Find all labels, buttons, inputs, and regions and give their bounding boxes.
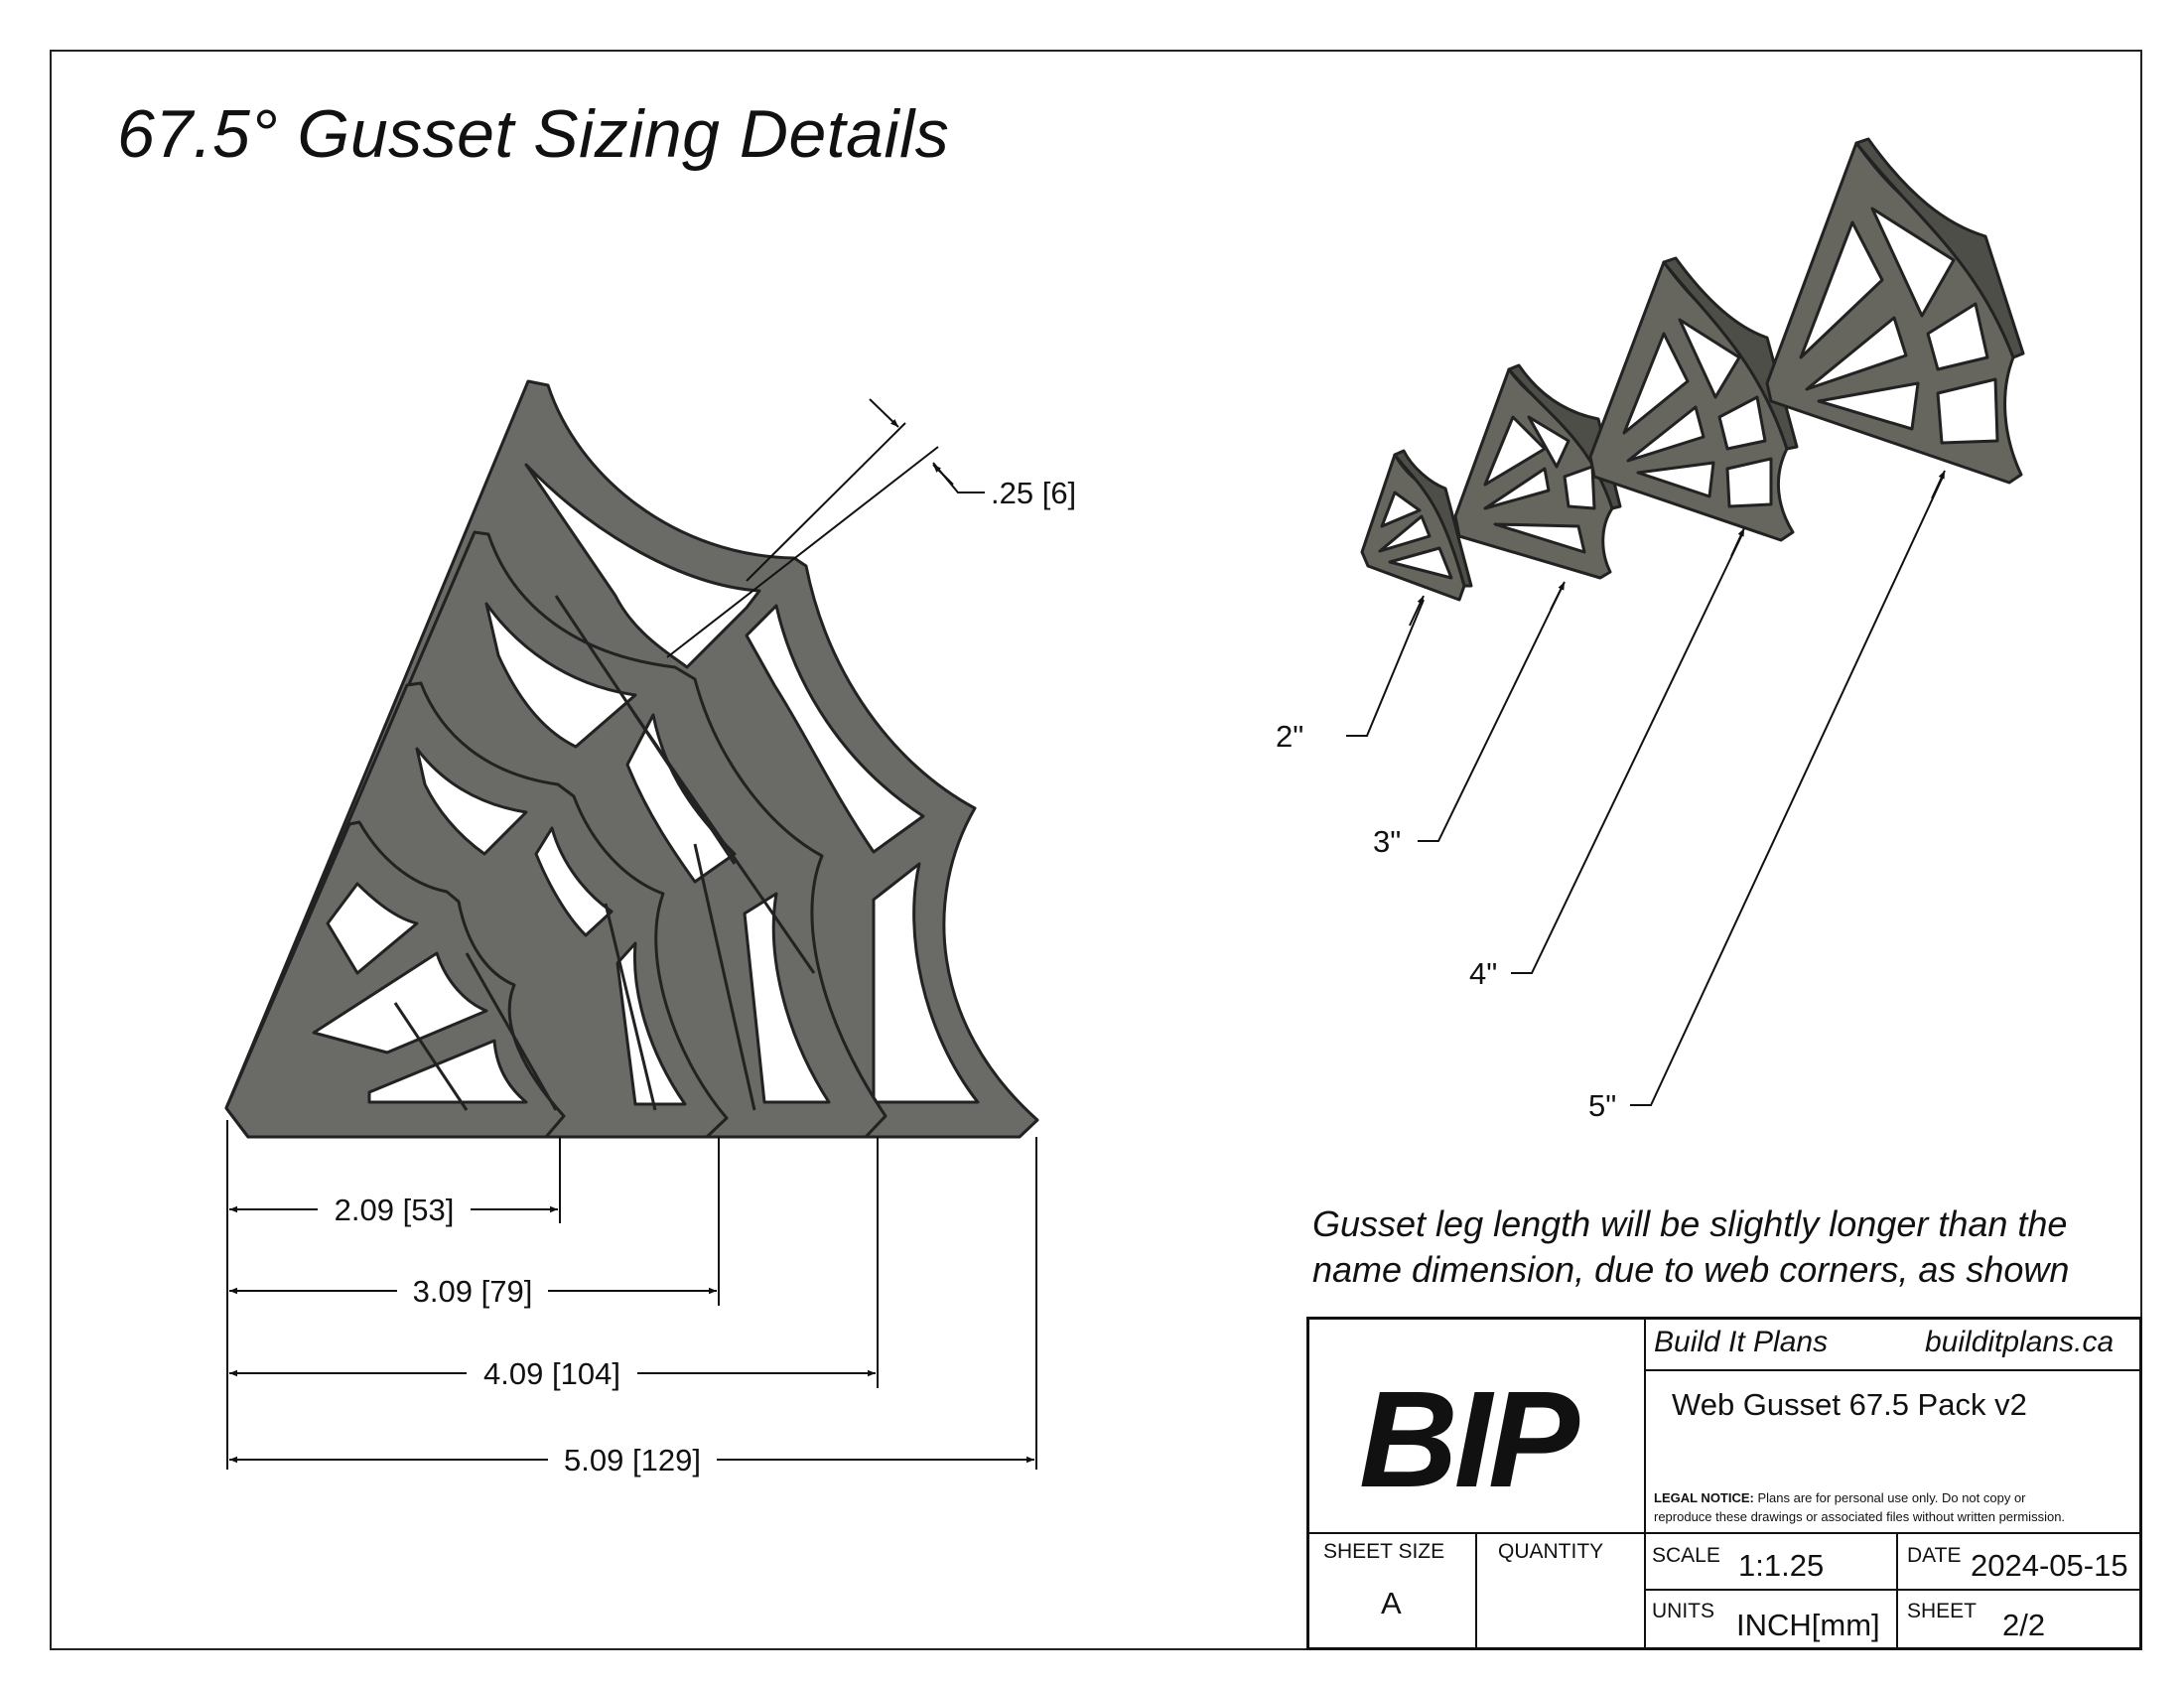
bip-logo: BIP [1359, 1363, 1579, 1516]
sheet-size-value: A [1381, 1586, 1402, 1620]
units-value: INCH[mm] [1736, 1608, 1880, 1642]
legal-notice-text-2: reproduce these drawings or associated f… [1654, 1509, 2066, 1524]
tb-divider-size [1475, 1532, 1477, 1650]
title-block: BIP Build It Plans builditplans.ca Web G… [1306, 1317, 2142, 1650]
iso-gusset-5in [1765, 137, 2025, 485]
tb-divider-date [1896, 1532, 1898, 1650]
sheet-size-label: SHEET SIZE [1323, 1540, 1445, 1563]
callout-3in: 3" [1373, 824, 1401, 859]
gusset-front-view [224, 379, 1039, 1139]
tb-divider-scale [1644, 1589, 2139, 1591]
tb-divider-logo [1644, 1320, 1646, 1650]
size-leaders [1346, 470, 1946, 1106]
date-value: 2024-05-15 [1971, 1548, 2128, 1583]
leg-dim-5in: 5.09 [129] [564, 1443, 701, 1477]
callout-5in: 5" [1588, 1088, 1616, 1123]
scale-value: 1:1.25 [1738, 1548, 1825, 1583]
leg-length-note: Gusset leg length will be slightly longe… [1312, 1201, 2069, 1293]
callout-2in: 2" [1276, 719, 1303, 754]
iso-gusset-4in [1588, 256, 1799, 542]
date-label: DATE [1907, 1544, 1962, 1567]
quantity-label: QUANTITY [1498, 1540, 1604, 1563]
tb-divider-legal [1644, 1532, 2139, 1534]
thickness-dim-text: .25 [6] [991, 476, 1076, 510]
leg-dim-4in: 4.09 [104] [483, 1356, 620, 1391]
sheet-value: 2/2 [2002, 1608, 2046, 1642]
iso-gussets [1360, 137, 2025, 602]
gusset-2in-outline [224, 820, 566, 1139]
callout-4in: 4" [1469, 956, 1497, 991]
iso-gusset-3in [1453, 363, 1622, 580]
note-line-2: name dimension, due to web corners, as s… [1312, 1249, 2070, 1290]
units-label: UNITS [1652, 1600, 1714, 1622]
tb-divider-company [1644, 1369, 2139, 1371]
company-name: Build It Plans [1654, 1326, 1829, 1358]
web-ribs [393, 595, 816, 1111]
drawing-name: Web Gusset 67.5 Pack v2 [1672, 1387, 2027, 1422]
page-title: 67.5° Gusset Sizing Details [117, 96, 950, 172]
drawing-border [50, 50, 2142, 1650]
leg-dim-3in: 3.09 [79] [413, 1274, 533, 1309]
scale-label: SCALE [1652, 1544, 1720, 1567]
iso-gusset-2in [1360, 449, 1473, 602]
leg-dimensions [226, 1120, 1037, 1470]
legal-notice-label: LEGAL NOTICE: [1654, 1490, 1754, 1505]
company-website: builditplans.ca [1925, 1326, 2115, 1358]
legal-notice: LEGAL NOTICE: Plans are for personal use… [1654, 1488, 2065, 1526]
thickness-dimension [666, 398, 985, 658]
sheet-label: SHEET [1907, 1600, 1978, 1622]
note-line-1: Gusset leg length will be slightly longe… [1312, 1203, 2068, 1244]
leg-dim-2in: 2.09 [53] [335, 1193, 455, 1227]
legal-notice-text-1: Plans are for personal use only. Do not … [1753, 1490, 2026, 1505]
